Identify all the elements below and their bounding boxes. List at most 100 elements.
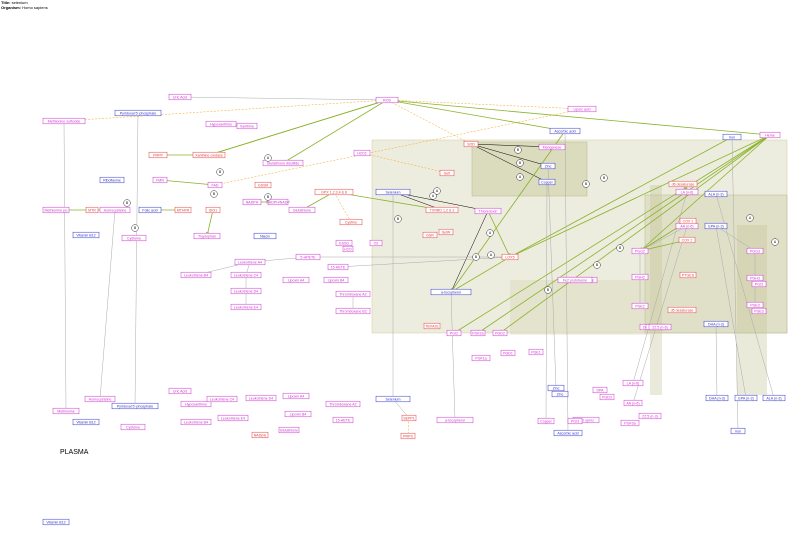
node-n13[interactable]: Zinc — [540, 162, 556, 170]
node-n85[interactable]: AA (n-6) — [623, 399, 643, 407]
node-n70[interactable]: PGE3 — [746, 301, 764, 309]
node-n18[interactable]: Xanthine oxidase — [192, 151, 226, 159]
node-n122[interactable]: PGI3 — [751, 280, 767, 288]
node-n39[interactable]: ALA (n-3) — [704, 190, 728, 198]
node-n99[interactable]: Uric Acid — [168, 387, 192, 395]
node-n60[interactable]: COX 1 — [679, 217, 697, 225]
node-n113[interactable]: LA (n-6) — [622, 379, 644, 387]
node-n104[interactable]: Leukotriene D4 — [245, 394, 277, 402]
node-n116[interactable]: PGI3 — [567, 417, 583, 425]
node-n108[interactable]: Glutathione — [278, 426, 300, 434]
node-n22[interactable]: Selt — [439, 169, 455, 177]
node-n12[interactable]: Manganese — [538, 143, 566, 151]
node-n84[interactable]: Ascorbic acid — [553, 429, 583, 437]
node-n121[interactable]: PGE3 — [751, 307, 767, 315]
node-n125[interactable]: DPA — [592, 386, 608, 394]
node-n127[interactable]: PGF3a — [620, 419, 640, 427]
node-n120[interactable]: H2O — [342, 245, 354, 253]
node-n123[interactable]: 22:5 (n-6) — [648, 323, 672, 331]
node-n58[interactable]: a-tocopherol — [430, 288, 472, 296]
node-n69[interactable]: PGH3 — [746, 274, 764, 282]
node-n42[interactable]: Tryptophan — [193, 232, 221, 240]
node-n100[interactable]: Hypoxanthine — [180, 400, 212, 408]
node-n28[interactable]: MTHFR — [174, 206, 192, 214]
node-n41[interactable]: Cysteine — [121, 234, 147, 242]
node-n56[interactable]: LOX5 — [501, 253, 519, 261]
node-n1[interactable]: Methionine sulfoxide — [42, 117, 86, 125]
node-n51[interactable]: Leukotriene E4 — [230, 303, 262, 311]
node-n23[interactable]: GSSR — [254, 181, 272, 189]
node-n78[interactable]: PGE1 — [528, 348, 544, 356]
node-n126[interactable]: PGD3 — [599, 393, 615, 401]
node-n26[interactable]: Homocysteine — [99, 206, 131, 214]
node-n21[interactable]: H2O2 — [353, 149, 371, 157]
node-n15[interactable]: Riboflavine — [99, 176, 125, 184]
node-n65[interactable]: PGE2 — [631, 302, 649, 310]
node-n3[interactable]: Uric Acid — [168, 93, 192, 101]
node-n109[interactable]: 15-HETE — [332, 416, 354, 424]
node-n74[interactable]: TBXAS1 — [423, 322, 441, 330]
node-n62[interactable]: COX 2 — [678, 236, 696, 244]
node-n4[interactable]: Hypoxanthine — [205, 120, 237, 128]
node-n54[interactable]: Lipoxin A4 — [282, 276, 310, 284]
node-n91[interactable]: SEPP1 — [401, 414, 417, 422]
node-n101[interactable]: Leukotriene B4 — [180, 418, 212, 426]
node-n2[interactable]: Pyridoxal 5'-phosphate — [114, 109, 162, 117]
node-n82[interactable]: Zinc — [547, 384, 565, 392]
node-n105[interactable]: NAD(H) — [251, 431, 269, 439]
node-n66[interactable]: PTGES — [679, 271, 697, 279]
node-n24[interactable]: Methionine (e) — [42, 206, 70, 214]
node-n77[interactable]: PGD2 — [492, 329, 508, 337]
node-n73[interactable]: Thromboxane B2 — [335, 307, 371, 315]
node-n7[interactable]: Lipoic acid — [567, 105, 597, 113]
node-n89[interactable]: Iron — [730, 427, 746, 435]
node-n92[interactable]: PRPS — [400, 432, 416, 440]
node-n124[interactable]: 22:5 (n-3) — [638, 412, 662, 420]
node-n94[interactable]: Methionine — [52, 407, 80, 415]
node-n72[interactable]: Thromboxane A2 — [335, 290, 371, 298]
node-n115[interactable]: Zinc — [551, 390, 569, 398]
node-n34[interactable]: Selenium — [375, 188, 411, 196]
node-n49[interactable]: Leukotriene C4 — [230, 271, 262, 279]
node-n29[interactable]: IDO1 — [205, 206, 221, 214]
node-n114[interactable]: Vitamin B12 — [42, 518, 70, 526]
node-n71[interactable]: DHA (n-3) — [703, 320, 729, 328]
node-n16[interactable]: FMN — [152, 176, 168, 184]
node-n93[interactable]: a-tocopherol — [436, 416, 474, 424]
node-n25[interactable]: MTR — [85, 206, 99, 214]
node-n111[interactable]: Fe2 protoheme — [557, 276, 593, 284]
node-n75[interactable]: PGI2 — [446, 329, 462, 337]
node-n95[interactable]: Vitamin B12 — [72, 418, 100, 426]
node-n118[interactable]: GSSG — [335, 239, 353, 247]
node-n31[interactable]: NADPH/NADP — [266, 198, 290, 206]
node-n88[interactable]: ALA (n-3) — [762, 394, 786, 402]
node-n103[interactable]: Leukotriene E4 — [217, 414, 249, 422]
node-n11[interactable]: SOD — [463, 140, 479, 148]
node-n52[interactable]: 5-HPETE — [295, 253, 321, 261]
node-n50[interactable]: Leukotriene D4 — [230, 287, 262, 295]
node-n5[interactable]: Xanthine — [236, 122, 258, 130]
node-n9[interactable]: Iron — [722, 133, 742, 141]
node-n83[interactable]: Copper — [537, 417, 555, 425]
node-n40[interactable]: Vitamin B12 — [72, 231, 100, 239]
node-n35[interactable]: TXNRD 1,2 & 3 — [425, 206, 459, 214]
node-n64[interactable]: PGH2 — [631, 273, 649, 281]
node-n87[interactable]: EPA (n-3) — [734, 394, 758, 402]
node-n68[interactable]: PGG3 — [746, 247, 764, 255]
node-n96[interactable]: Homocysteine — [84, 395, 116, 403]
node-n90[interactable]: Selenium — [375, 395, 411, 403]
node-n53[interactable]: 15-HETE — [327, 263, 349, 271]
node-n102[interactable]: Leukotriene C4 — [206, 395, 238, 403]
node-n43[interactable]: Niacin — [253, 232, 277, 240]
node-n14[interactable]: Copper — [538, 178, 556, 186]
node-n8[interactable]: Ascorbic acid — [549, 127, 581, 135]
node-n106[interactable]: Lipoxin A4 — [282, 392, 310, 400]
node-n37[interactable]: LA (n-6) — [675, 188, 699, 196]
node-n19[interactable]: FAD — [207, 181, 223, 189]
node-n63[interactable]: PGG2 — [631, 247, 649, 255]
node-n67[interactable]: d5 desaturase — [667, 306, 697, 314]
node-n98[interactable]: Cysteine — [120, 423, 146, 431]
node-n79[interactable]: PGD1 — [500, 349, 516, 357]
node-n33[interactable]: GPX 1,2,3,4 & 6 — [314, 188, 354, 196]
node-n36[interactable]: Thioredoxin — [474, 207, 502, 215]
